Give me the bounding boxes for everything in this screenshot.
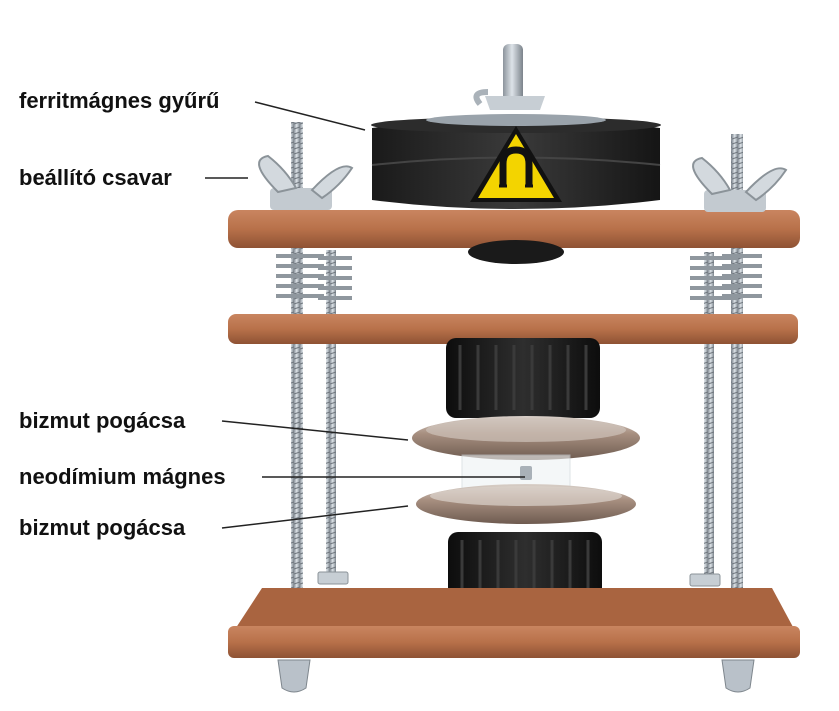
label-adjusting-screw: beállító csavar (19, 165, 172, 190)
upper-knob (446, 338, 600, 418)
top-plate (228, 210, 800, 264)
top-wing-nut (473, 44, 545, 110)
bismuth-disc-upper (412, 416, 640, 460)
middle-plate (228, 314, 798, 344)
base-feet (277, 659, 755, 693)
bottom-plate (228, 588, 800, 658)
springs (276, 254, 762, 300)
label-bismuth-disc-bottom: bizmut pogácsa (19, 515, 186, 540)
label-ferrite-ring: ferritmágnes gyűrű (19, 88, 220, 113)
leader-bismuth-bottom (221, 505, 409, 529)
bismuth-disc-lower (416, 484, 636, 524)
label-bismuth-disc-top: bizmut pogácsa (19, 408, 186, 433)
leader-lines (205, 101, 525, 529)
magnet-warning-icon (470, 126, 562, 202)
adjusting-wing-nut-right (692, 156, 788, 212)
leader-bismuth-top (221, 420, 409, 441)
leader-ferrite (254, 101, 366, 131)
adjusting-wing-nut-left (258, 154, 354, 210)
label-neodymium-magnet: neodímium mágnes (19, 464, 226, 489)
